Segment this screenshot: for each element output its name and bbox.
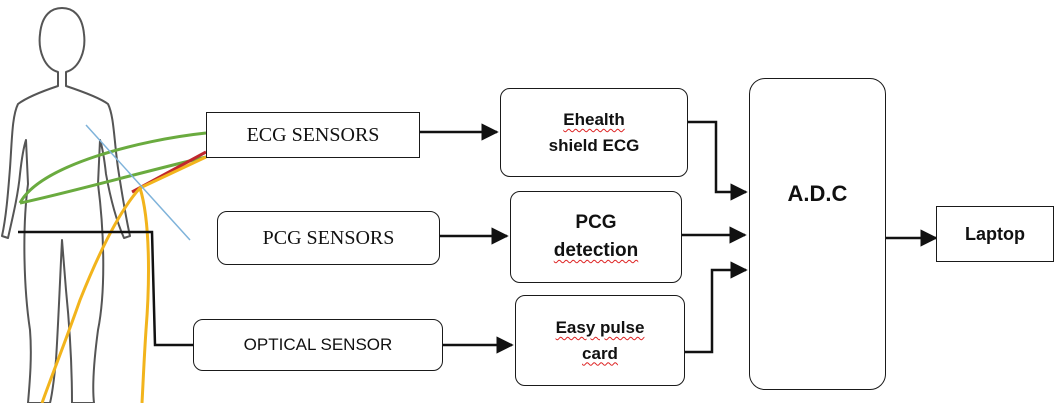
arrow-ehealth-to-adc (688, 120, 748, 201)
ecg-sensors-box: ECG SENSORS (206, 112, 420, 158)
pcg-detection-line1: PCG (575, 211, 617, 233)
ecg-sensors-label: ECG SENSORS (246, 123, 380, 146)
ehealth-shield-box: Ehealth shield ECG (500, 88, 688, 177)
easy-pulse-card-box: Easy pulse card (515, 295, 685, 386)
pcg-detection-line2: detection (553, 240, 639, 261)
pcg-sensors-label: PCG SENSORS (262, 226, 395, 249)
yellow-wire-branch (138, 187, 150, 403)
laptop-box: Laptop (936, 206, 1054, 262)
adc-box: A.D.C (749, 78, 886, 390)
optical-sensor-box: OPTICAL SENSOR (193, 319, 443, 371)
easy-pulse-line2: card (582, 343, 618, 363)
black-wire (18, 230, 193, 347)
blue-wire (85, 124, 191, 241)
ehealth-shield-line1: Ehealth (563, 110, 625, 129)
easy-pulse-text: Easy pulse (555, 318, 645, 337)
ehealth-shield-line2: shield ECG (548, 135, 640, 155)
yellow-wire (40, 155, 207, 403)
pcg-detection-box: PCG detection (510, 191, 682, 283)
adc-label: A.D.C (787, 181, 848, 206)
pcg-sensors-box: PCG SENSORS (217, 211, 440, 265)
green-wire-branch (19, 155, 207, 205)
optical-sensor-label: OPTICAL SENSOR (243, 335, 393, 354)
human-body-outline (1, 7, 131, 403)
easy-pulse-line1: Easy pulse (556, 315, 645, 341)
laptop-label: Laptop (965, 223, 1025, 244)
arrow-pulse-to-adc (685, 261, 748, 354)
green-wire (18, 131, 207, 204)
